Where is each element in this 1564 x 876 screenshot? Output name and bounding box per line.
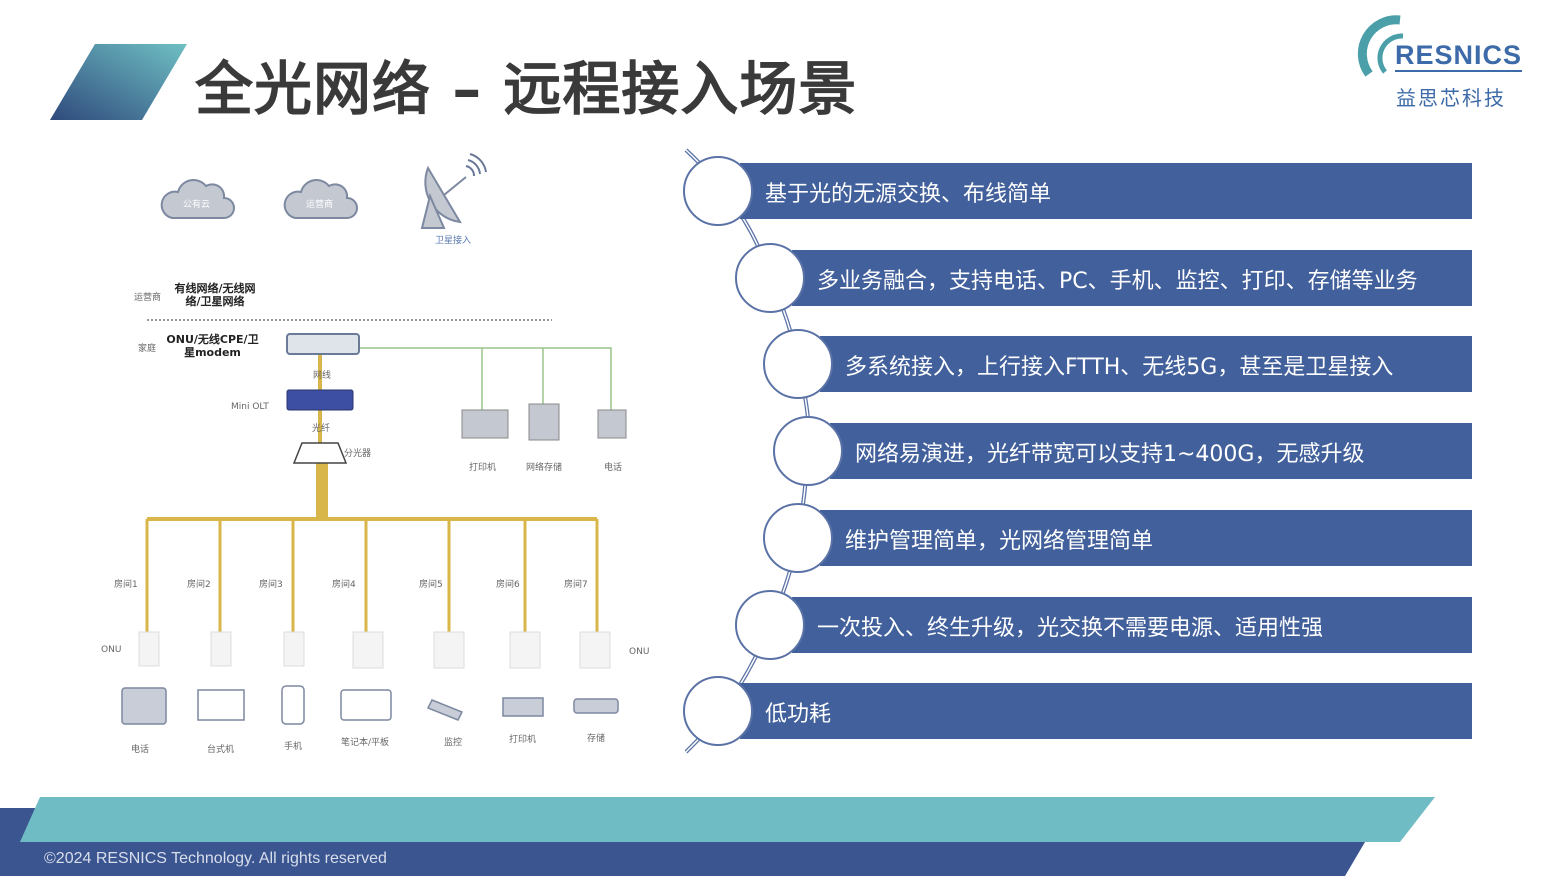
satellite-label: 卫星接入 [435,236,472,246]
device-label: 电话 [131,745,150,755]
room-label: 房间3 [259,580,283,590]
cable-label: 网线 [313,371,332,381]
cloud-label: 公有云 [183,200,211,210]
satellite-dish-icon [420,153,487,229]
end-printer-icon [502,697,544,717]
logo-chinese: 益思芯科技 [1396,86,1506,110]
home-label: 家庭 [138,344,157,354]
timeline-chain [684,148,811,754]
page-title: 全光网络 – 远程接入场景 [195,55,858,123]
fiber-label: 光纤 [312,424,331,434]
feature-item: 一次投入、终生升级，光交换不需要电源、适用性强 [792,597,1472,653]
feature-text: 基于光的无源交换、布线简单 [765,182,1052,207]
timeline-circle [763,503,833,573]
room-label: 房间1 [114,580,138,590]
operator-label: 运营商 [134,293,162,303]
timeline-circle [683,156,753,226]
cloud-label: 运营商 [306,200,334,210]
copyright-text: ©2024 RESNICS Technology. All rights res… [44,850,387,867]
device-label: 手机 [284,742,303,752]
side-device-label: 打印机 [469,463,497,473]
fiber-lines [145,355,599,632]
feature-text: 维护管理简单，光网络管理简单 [845,529,1154,554]
feature-item: 维护管理简单，光网络管理简单 [820,510,1472,566]
end-storage-icon [573,698,619,714]
onu-label: ONU [101,645,122,655]
room-label: 房间4 [332,580,356,590]
timeline-circle [763,329,833,399]
room-label: 房间6 [496,580,520,590]
timeline-circle [683,676,753,746]
device-label: 笔记本/平板 [341,738,390,748]
onu-label: ONU [629,647,650,657]
feature-text: 多业务融合，支持电话、PC、手机、监控、打印、存储等业务 [817,269,1418,294]
olt-label: Mini OLT [231,402,269,412]
onu-icons [138,631,611,669]
olt-icon [286,389,354,411]
room-label: 房间7 [564,580,588,590]
feature-text: 一次投入、终生升级，光交换不需要电源、适用性强 [817,616,1324,641]
device-label: 打印机 [509,735,537,745]
storage-server-icon [528,403,560,441]
feature-item: 多系统接入，上行接入FTTH、无线5G，甚至是卫星接入 [820,336,1472,392]
phone-icon [597,409,627,439]
side-device-label: 电话 [604,463,623,473]
tablet-icon [340,689,392,721]
feature-text: 网络易演进，光纤带宽可以支持1~400G，无感升级 [855,442,1365,467]
logo-arc-icon [1357,15,1404,77]
printer-icon [461,409,509,439]
splitter-icon [292,442,348,464]
splitter-label: 分光器 [344,449,372,459]
feature-text: 低功耗 [765,702,832,727]
cloud-icon [160,179,358,219]
logo-wordmark: RESNICS [1395,40,1523,72]
side-device-label: 网络存储 [526,463,563,473]
camera-icon [426,699,464,721]
modem-icon [286,333,360,355]
room-label: 房间5 [419,580,443,590]
room-label: 房间2 [187,580,211,590]
desktop-icon [197,689,245,721]
mobile-icon [281,685,305,725]
feature-item: 低功耗 [740,683,1472,739]
ethernet-lines [358,347,612,410]
timeline-circle [773,416,843,486]
feature-item: 多业务融合，支持电话、PC、手机、监控、打印、存储等业务 [792,250,1472,306]
device-label: 存储 [587,734,606,744]
device-label: 监控 [444,738,463,748]
operator-networks: 有线网络/无线网络/卫星网络 [174,282,256,308]
home-device-label: ONU/无线CPE/卫星modem [166,333,259,359]
footer-band [0,797,1435,876]
desk-phone-icon [121,687,167,725]
feature-text: 多系统接入，上行接入FTTH、无线5G，甚至是卫星接入 [845,355,1394,380]
feature-item: 网络易演进，光纤带宽可以支持1~400G，无感升级 [830,423,1472,479]
timeline-circle [735,590,805,660]
network-diagram [121,153,627,725]
timeline-circle [735,243,805,313]
device-label: 台式机 [207,745,235,755]
feature-item: 基于光的无源交换、布线简单 [740,163,1472,219]
title-accent-shape [50,44,187,120]
